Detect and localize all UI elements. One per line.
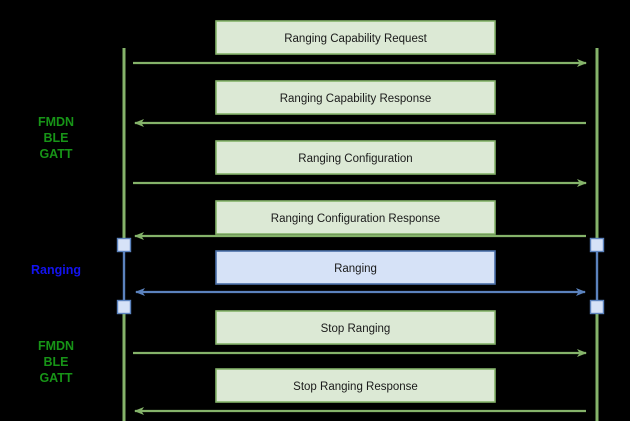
message-label: Stop Ranging Response: [293, 381, 418, 393]
message-ranging-capability-request[interactable]: Ranging Capability Request: [133, 20, 587, 67]
phase-label-line: BLE: [44, 355, 69, 369]
phase-label-line: GATT: [39, 371, 72, 385]
lifelines-group: [122, 48, 599, 421]
phase-label-line: Ranging: [31, 263, 81, 277]
message-ranging-configuration[interactable]: Ranging Configuration: [133, 140, 587, 187]
message-box[interactable]: [215, 20, 496, 55]
message-ranging[interactable]: Ranging: [135, 250, 586, 296]
phase-label-fmdn-bottom: FMDN BLE GATT: [38, 339, 74, 385]
phase-label-line: FMDN: [38, 115, 74, 129]
handle-right-bottom[interactable]: [589, 299, 605, 315]
handle-left-bottom[interactable]: [116, 299, 132, 315]
message-label: Ranging Configuration: [298, 153, 412, 165]
message-box[interactable]: [215, 368, 496, 403]
message-label: Ranging Capability Request: [284, 33, 427, 45]
phase-label-ranging: Ranging: [31, 263, 81, 277]
message-stop-ranging[interactable]: Stop Ranging: [133, 310, 587, 357]
message-box[interactable]: [215, 140, 496, 175]
phase-label-fmdn-top: FMDN BLE GATT: [38, 115, 74, 161]
message-stop-ranging-response[interactable]: Stop Ranging Response: [134, 368, 586, 415]
message-ranging-capability-response[interactable]: Ranging Capability Response: [134, 80, 586, 127]
message-ranging-configuration-response[interactable]: Ranging Configuration Response: [134, 200, 586, 240]
message-box[interactable]: [215, 200, 496, 235]
handle-left-top[interactable]: [116, 237, 132, 253]
message-label: Ranging Capability Response: [280, 93, 432, 105]
message-label: Ranging Configuration Response: [271, 213, 440, 225]
message-label: Ranging: [334, 263, 377, 275]
message-box[interactable]: [215, 250, 496, 285]
handle-right-top[interactable]: [589, 237, 605, 253]
phase-label-line: BLE: [44, 131, 69, 145]
message-box[interactable]: [215, 310, 496, 345]
activation-handles-group: [116, 237, 605, 315]
phase-label-line: FMDN: [38, 339, 74, 353]
phase-label-line: GATT: [39, 147, 72, 161]
message-label: Stop Ranging: [321, 323, 391, 335]
message-box[interactable]: [215, 80, 496, 115]
